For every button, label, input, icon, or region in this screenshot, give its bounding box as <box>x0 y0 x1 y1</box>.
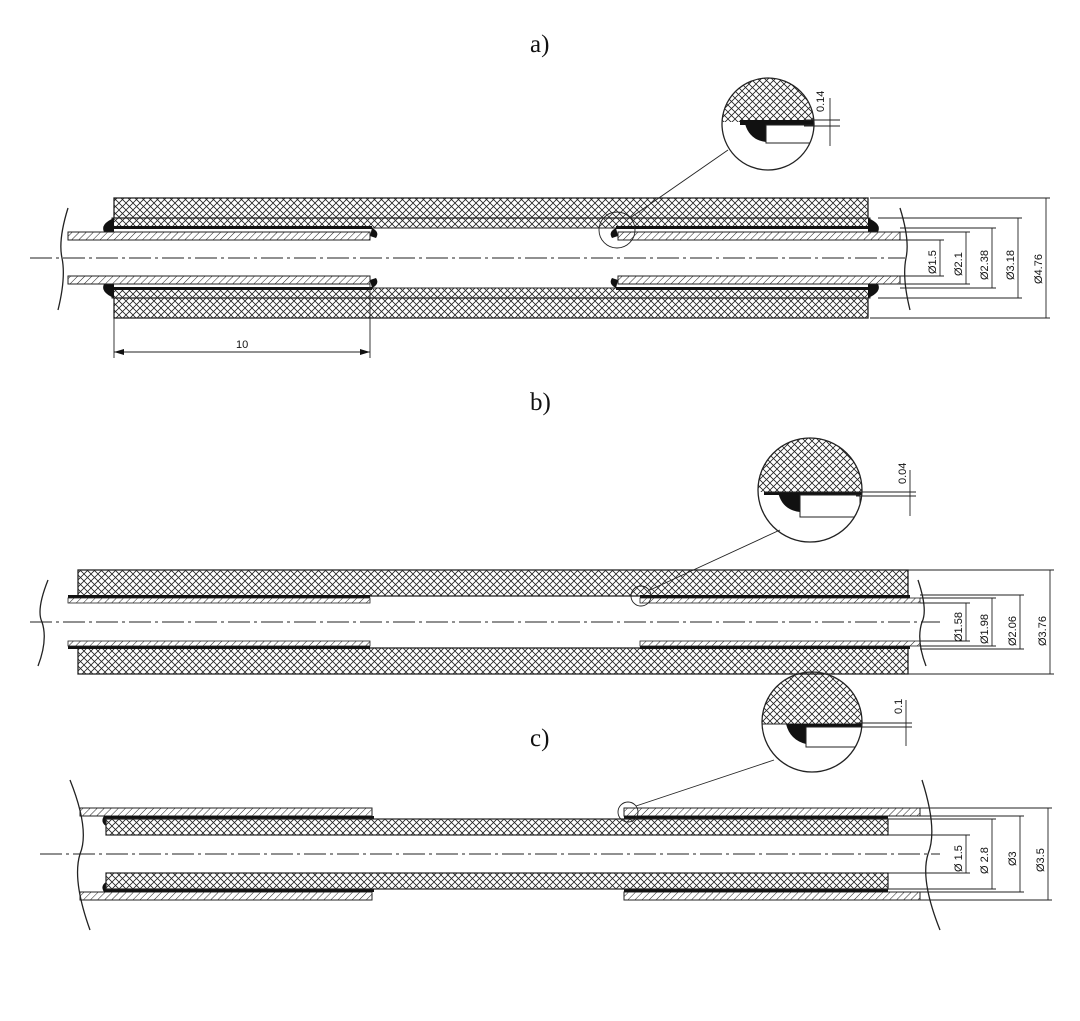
tube-left-bottom <box>67 640 371 647</box>
solder-bottom-left <box>110 287 372 290</box>
tube-right-top <box>639 597 921 604</box>
solder-line <box>104 889 374 892</box>
break-line-left <box>69 779 91 931</box>
diameter-label: Ø 2.8 <box>979 847 991 874</box>
break-line-right <box>921 779 941 931</box>
solder-line <box>640 646 910 649</box>
diameter-label: Ø 1.5 <box>953 845 965 872</box>
arrow <box>114 349 124 355</box>
tube-right-bottom <box>617 275 901 285</box>
solder-line <box>104 816 374 819</box>
tube-right-top <box>617 231 901 241</box>
panel-b-label: b) <box>530 389 551 416</box>
break-line-right <box>917 579 927 667</box>
length-label: 10 <box>236 339 248 351</box>
arrow <box>360 349 370 355</box>
detail-marker <box>617 801 639 823</box>
diameter-label: Ø1.58 <box>953 612 965 642</box>
diameter-label: Ø3.5 <box>1035 848 1047 872</box>
fillet <box>610 228 618 238</box>
diameter-label: Ø2.06 <box>1007 616 1019 646</box>
fillet <box>868 218 879 232</box>
detail-view <box>757 437 863 543</box>
solder-line <box>68 646 370 649</box>
panel-b: b) 0.04 <box>30 389 1054 675</box>
leader-line <box>629 149 729 219</box>
solder-top-left <box>110 226 372 229</box>
tube-right-bottom <box>639 640 921 647</box>
panel-a-label: a) <box>530 31 549 58</box>
fillet <box>103 218 114 232</box>
break-line-right <box>899 207 911 311</box>
diameter-dims <box>888 807 1052 901</box>
detail-view <box>721 77 815 171</box>
diameter-label: Ø2.1 <box>953 252 965 276</box>
detail-thickness-label: 0.1 <box>893 699 905 714</box>
fillet <box>868 284 879 298</box>
leader-line <box>635 759 775 807</box>
detail-marker <box>630 585 652 607</box>
solder-line <box>68 595 370 598</box>
inner-core-bottom <box>105 872 889 890</box>
leader-line <box>649 529 781 591</box>
outer-sleeve-bottom <box>77 647 909 675</box>
outer-tube-left-bottom <box>79 891 373 901</box>
outer-tube-right-bottom <box>623 891 921 901</box>
break-line-left <box>57 207 69 311</box>
solder-line <box>624 889 888 892</box>
diameter-label: Ø1.5 <box>927 250 939 274</box>
diameter-label: Ø2.38 <box>979 250 991 280</box>
tube-left-top <box>67 597 371 604</box>
outer-sleeve-top <box>113 197 869 219</box>
diameter-label: Ø4.76 <box>1033 254 1045 284</box>
fillet <box>102 816 106 826</box>
diameter-label: Ø3 <box>1007 851 1019 866</box>
fillet <box>370 228 378 238</box>
break-line-left <box>37 579 49 667</box>
fillet <box>610 278 618 288</box>
outer-sleeve-bottom <box>113 297 869 319</box>
outer-tube-right-top <box>623 807 921 817</box>
diameter-label: Ø3.76 <box>1037 616 1049 646</box>
inner-core-top <box>105 818 889 836</box>
solder-line <box>640 595 910 598</box>
diameter-dims <box>908 569 1054 675</box>
detail-thickness-label: 0.04 <box>897 463 909 484</box>
panel-c: c) <box>40 671 1052 931</box>
fillet <box>103 284 114 298</box>
solder-bottom-right <box>616 287 874 290</box>
fillet <box>102 882 106 892</box>
detail-marker <box>598 211 636 249</box>
outer-tube-left-top <box>79 807 373 817</box>
panel-a: a) <box>30 31 1050 358</box>
outer-sleeve-top <box>77 569 909 597</box>
diameter-dims <box>870 197 1050 319</box>
detail-view <box>761 671 863 773</box>
panel-c-label: c) <box>530 725 549 752</box>
tube-left-bottom <box>67 275 371 285</box>
detail-thickness-label: 0.14 <box>815 91 827 112</box>
solder-top-right <box>616 226 874 229</box>
solder-line <box>624 816 888 819</box>
diameter-label: Ø1.98 <box>979 614 991 644</box>
tube-left-top <box>67 231 371 241</box>
fillet <box>370 278 378 288</box>
diameter-label: Ø3.18 <box>1005 250 1017 280</box>
